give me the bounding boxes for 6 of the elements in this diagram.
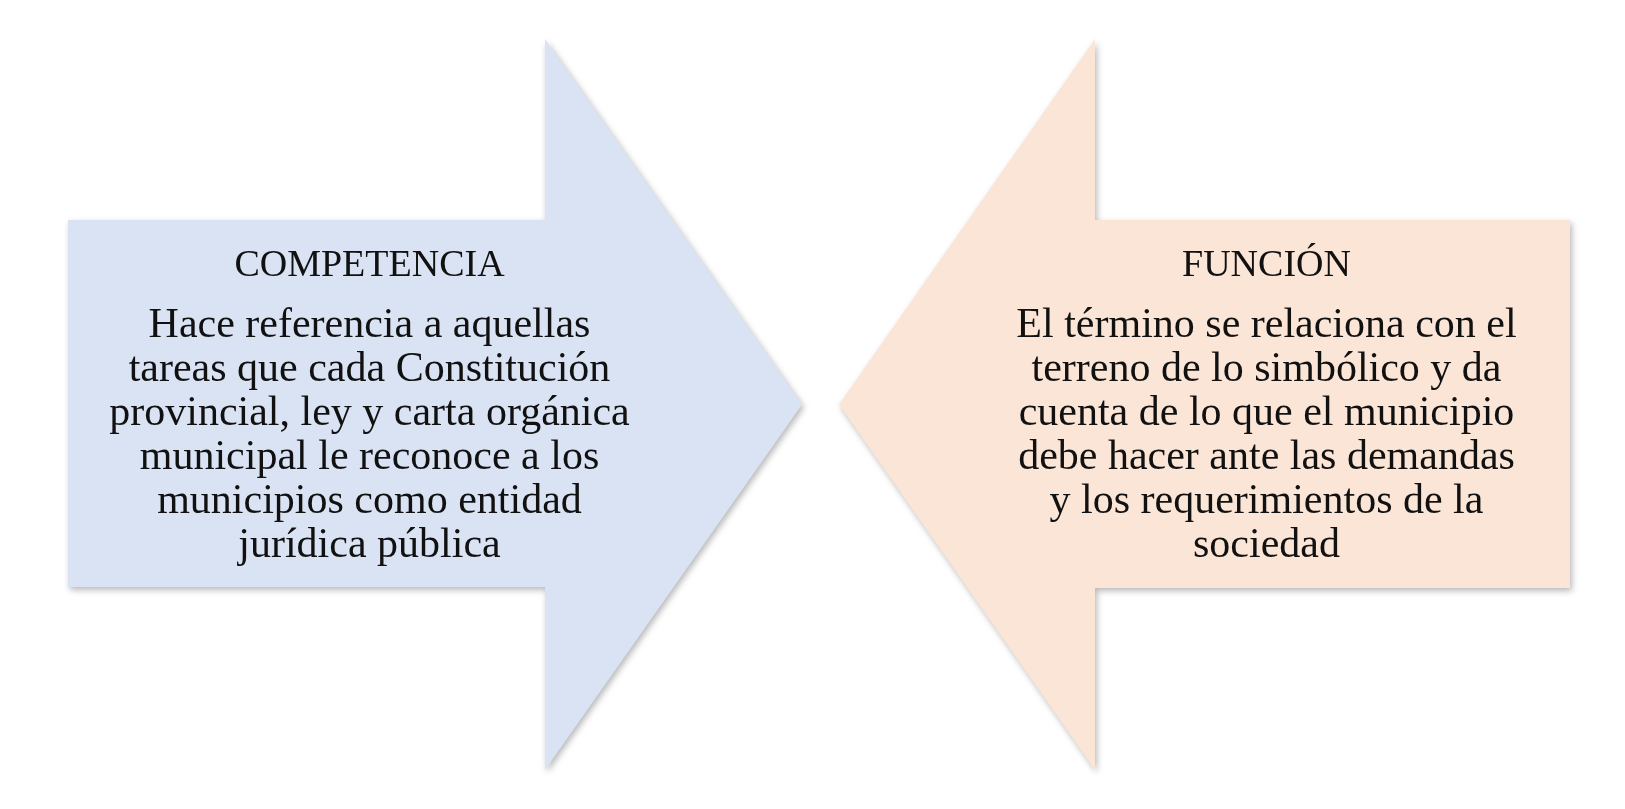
heading-text: COMPETENCIA [233, 242, 506, 284]
description-text: Hace referencia a aquellas tareas que cada Constitución provincial, ley y carta orgánica municipal le reconoce a los municipios como entidad jurídica pública [108, 301, 631, 565]
right-arrow-shape [68, 39, 802, 770]
left-arrow-shape [839, 39, 1570, 770]
description-text: El término se relaciona con el terreno de lo simbólico y da cuenta de lo que el municipio debe hacer ante las demandas y los requerimientos de la sociedad [1015, 301, 1518, 565]
heading-text: FUNCIÓN [1181, 242, 1352, 284]
